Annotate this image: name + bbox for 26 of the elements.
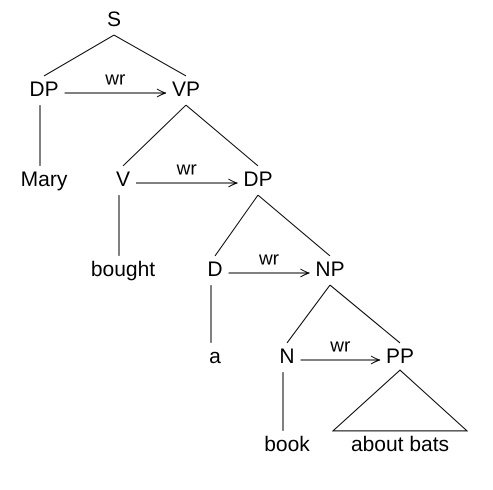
roof-triangle (332, 369, 468, 432)
branch-line (282, 372, 284, 432)
tree-label: DP (241, 168, 275, 192)
tree-label: D (205, 258, 225, 282)
branch-line (214, 194, 258, 256)
branch-line (122, 104, 186, 166)
tree-label: Mary (18, 168, 70, 192)
branch-line (286, 284, 330, 344)
branch-line (330, 284, 400, 344)
tree-label: VP (170, 78, 202, 102)
branch-line (210, 284, 212, 344)
tree-label: DP (27, 78, 61, 102)
tree-label: S (105, 8, 123, 32)
branch-line (186, 104, 258, 166)
tree-label: about bats (348, 432, 452, 458)
branch-line (114, 34, 186, 76)
tree-label: N (277, 344, 297, 370)
branch-line (258, 194, 330, 256)
tree-label: bought (88, 258, 158, 282)
tree-label: V (114, 168, 132, 192)
tree-label: PP (384, 344, 416, 370)
branch-line (44, 34, 114, 76)
tree-label: book (262, 432, 312, 458)
tree-label: NP (313, 258, 347, 282)
branch-line (118, 194, 120, 256)
tree-label: a (207, 344, 223, 370)
